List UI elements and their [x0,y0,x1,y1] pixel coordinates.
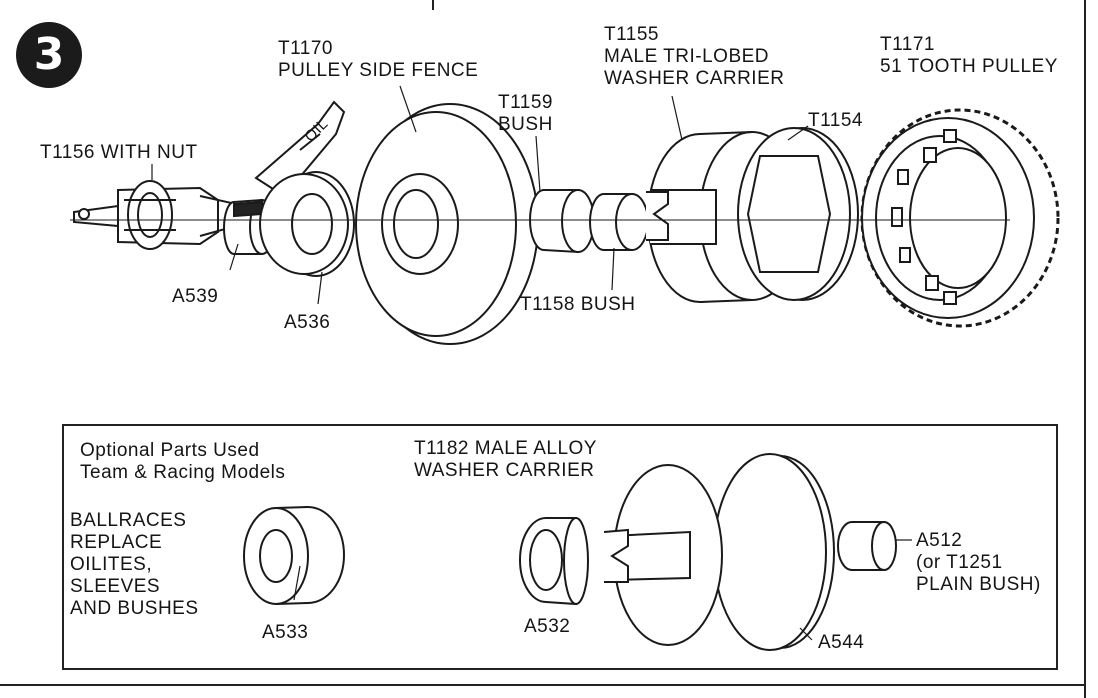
alloy-washer-carrier-part [603,453,835,651]
label-a532: A532 [524,616,571,637]
page-border-tick [432,0,434,10]
optional-parts-header: Optional Parts Used Team & Racing Models [80,440,286,483]
page-border-bottom [0,684,1086,686]
t1159-bush-part [529,189,595,254]
a536-part [259,171,355,277]
t1158-bush-part [589,193,649,251]
tooth-pulley-part [860,108,1060,328]
label-t1158: T1158 BUSH [520,294,636,315]
a533-bearing-part [243,506,345,605]
label-t1171: T1171 51 TOOTH PULLEY [880,34,1058,77]
step-number-badge: 3 [16,22,82,88]
label-a512: A512 (or T1251 PLAIN BUSH) [916,530,1041,595]
optional-parts-box [62,424,1058,670]
label-a539: A539 [172,286,219,307]
axle-nut-part [73,180,237,250]
label-a536: A536 [284,312,331,333]
t1154-part [737,127,859,301]
optional-parts-note: BALLRACES REPLACE OILITES, SLEEVES AND B… [70,510,199,619]
page-border-right [1084,0,1086,698]
label-t1154: T1154 [808,110,863,131]
label-a533: A533 [262,622,309,643]
label-t1159: T1159 BUSH [498,92,553,135]
label-t1155: T1155 MALE TRI-LOBED WASHER CARRIER [604,24,785,89]
a512-bush-part [837,521,912,571]
label-a544: A544 [818,632,865,653]
label-t1182: T1182 MALE ALLOY WASHER CARRIER [414,438,597,481]
a532-part [519,517,589,606]
label-t1170: T1170 PULLEY SIDE FENCE [278,38,479,81]
label-t1156: T1156 WITH NUT [40,142,198,163]
pulley-side-fence-part [355,103,539,345]
